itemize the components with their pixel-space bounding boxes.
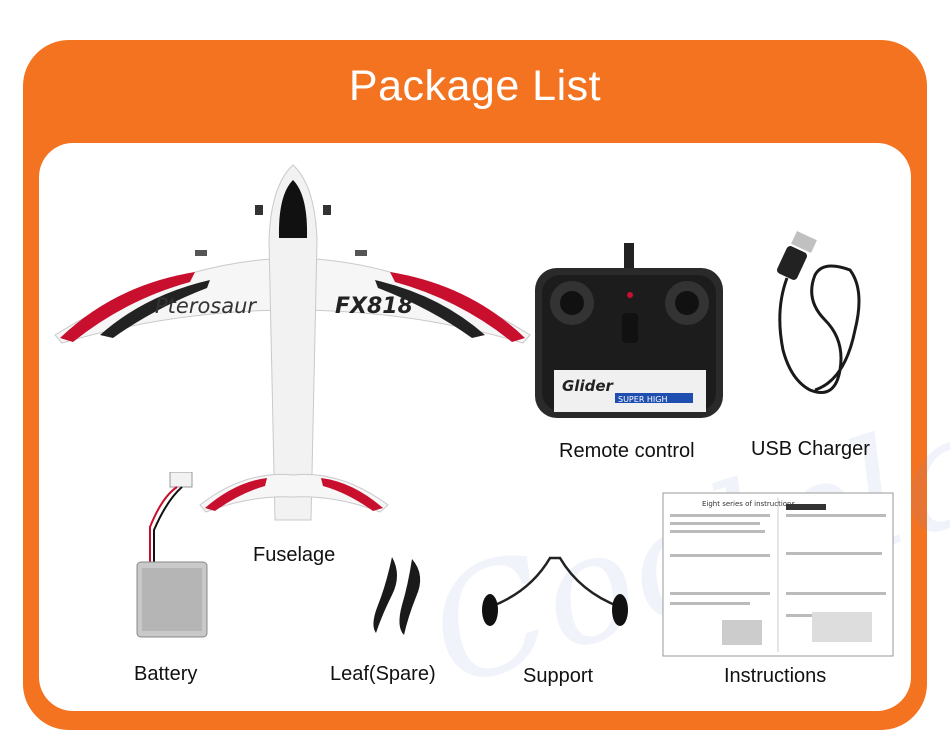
usb-charger-image: [777, 231, 861, 394]
spare-propellers-image: [373, 557, 421, 635]
leaf-spare-label: Leaf(Spare): [330, 663, 436, 685]
instructions-sheet-image: Eight series of instructions: [662, 492, 894, 657]
airplane-fuselage-image: Pterosaur FX818: [54, 164, 531, 521]
instructions-doc-title: Eight series of instructions: [702, 500, 795, 508]
usb-charger-label: USB Charger: [751, 438, 870, 460]
remote-plate-sub: SUPER HIGH: [618, 395, 668, 404]
battery-image: [136, 472, 208, 638]
remote-control-image: Glider SUPER HIGH: [535, 243, 723, 418]
instructions-label: Instructions: [724, 665, 827, 687]
remote-control-label: Remote control: [559, 440, 695, 462]
wing-text-left: Pterosaur: [155, 294, 257, 318]
battery-label: Battery: [134, 663, 198, 685]
remote-plate-brand: Glider: [562, 377, 615, 395]
landing-gear-support-image: [482, 556, 628, 626]
wing-text-right: FX818: [335, 294, 413, 319]
fuselage-label: Fuselage: [253, 544, 336, 566]
support-label: Support: [523, 665, 594, 687]
page-title: Package List: [348, 62, 602, 110]
